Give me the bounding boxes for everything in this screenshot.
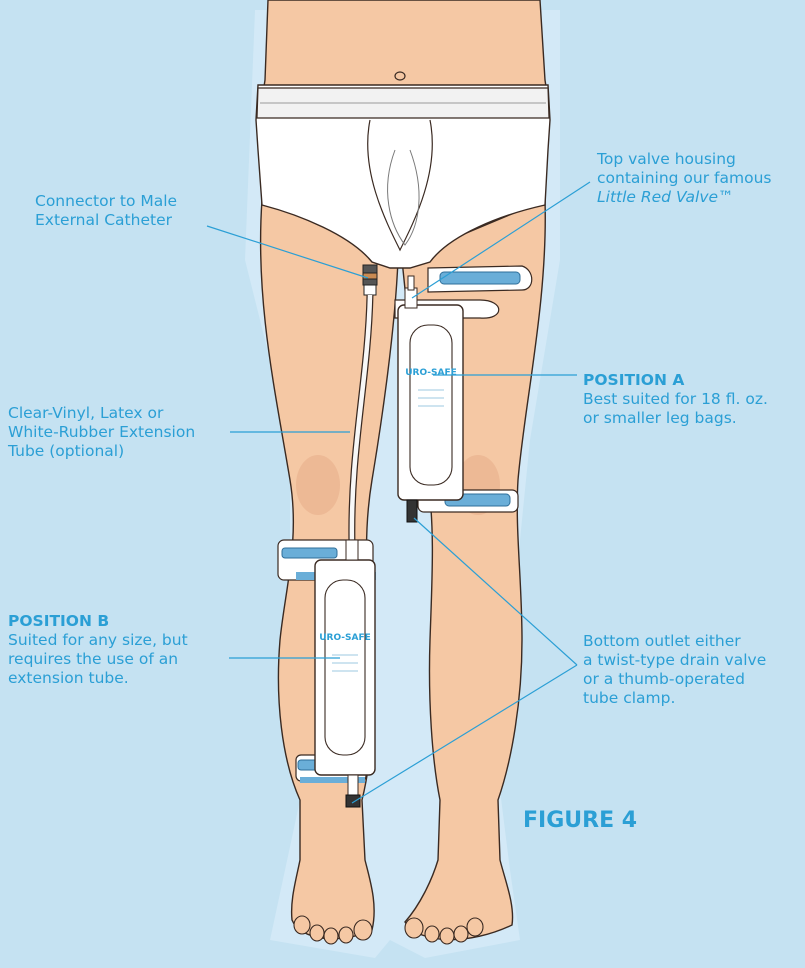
label-position-a-line-2: or smaller leg bags. [583,409,768,428]
label-top-valve-italic: Little Red Valve™ [597,188,771,207]
label-bottom-outlet-line-3: or a thumb-operated [583,670,766,689]
label-connector-line-2: External Catheter [35,211,177,230]
label-bottom-outlet-line-4: tube clamp. [583,689,766,708]
label-position-b-line-1: Suited for any size, but [8,631,188,650]
label-extension-line-2: White-Rubber Extension [8,423,195,442]
label-extension-line-3: Tube (optional) [8,442,195,461]
label-position-b-line-2: requires the use of an [8,650,188,669]
label-extension-line-1: Clear-Vinyl, Latex or [8,404,195,423]
label-position-a-line-1: Best suited for 18 fl. oz. [583,390,768,409]
label-extension: Clear-Vinyl, Latex or White-Rubber Exten… [8,404,195,461]
label-position-b-line-3: extension tube. [8,669,188,688]
label-position-a-heading: POSITION A [583,371,768,390]
label-position-b-heading: POSITION B [8,612,188,631]
label-connector: Connector to Male External Catheter [35,192,177,230]
bag-b-brand: URO-SAFE [319,633,371,643]
bag-a-brand: URO-SAFE [405,368,457,378]
knee-right-shade [296,455,340,515]
catheter-connector [363,265,377,295]
figure-title: FIGURE 4 [523,808,637,833]
label-top-valve-line-1: Top valve housing [597,150,771,169]
label-bottom-outlet: Bottom outlet either a twist-type drain … [583,632,766,708]
label-bottom-outlet-line-1: Bottom outlet either [583,632,766,651]
label-bottom-outlet-line-2: a twist-type drain valve [583,651,766,670]
label-position-a: POSITION A Best suited for 18 fl. oz. or… [583,371,768,428]
label-top-valve: Top valve housing containing our famous … [597,150,771,207]
label-position-b: POSITION B Suited for any size, but requ… [8,612,188,688]
label-top-valve-line-2: containing our famous [597,169,771,188]
label-connector-line-1: Connector to Male [35,192,177,211]
